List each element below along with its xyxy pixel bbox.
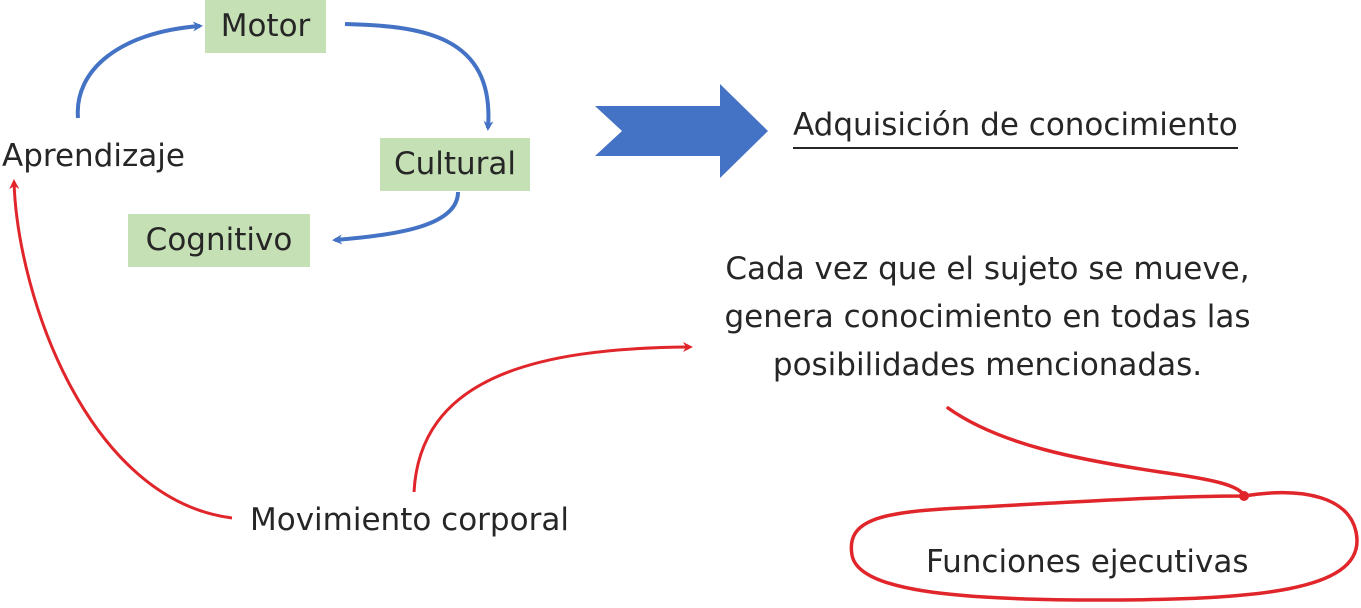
funciones-ellipse <box>849 490 1359 602</box>
arrow-aprendizaje-to-motor <box>75 21 203 119</box>
description-line-3: posibilidades mencionadas. <box>772 347 1203 383</box>
arrow-motor-to-cultural <box>344 22 494 131</box>
cultural-box: Cultural <box>380 138 530 191</box>
arrow-movimiento-to-description <box>412 342 693 493</box>
description-line-1: Cada vez que el sujeto se mueve, <box>725 251 1250 287</box>
arrow-movimiento-to-aprendizaje <box>9 179 233 520</box>
cognitivo-label: Cognitivo <box>145 222 293 258</box>
cultural-label: Cultural <box>393 146 517 182</box>
movimiento-label: Movimiento corporal <box>250 502 569 538</box>
funciones-label: Funciones ejecutivas <box>926 544 1249 580</box>
motor-box: Motor <box>205 0 326 53</box>
description-text: Cada vez que el sujeto se mueve, genera … <box>700 245 1275 389</box>
arrow-cultural-to-cognitivo <box>332 191 460 245</box>
motor-label: Motor <box>220 8 311 44</box>
block-arrow-icon <box>595 84 768 178</box>
aprendizaje-label: Aprendizaje <box>2 138 185 174</box>
junction-dot <box>1239 491 1249 501</box>
description-line-2: genera conocimiento en todas las <box>724 299 1251 335</box>
adquisicion-label: Adquisición de conocimiento <box>793 110 1238 149</box>
loop-connector <box>946 406 1246 498</box>
cognitivo-box: Cognitivo <box>128 214 310 267</box>
